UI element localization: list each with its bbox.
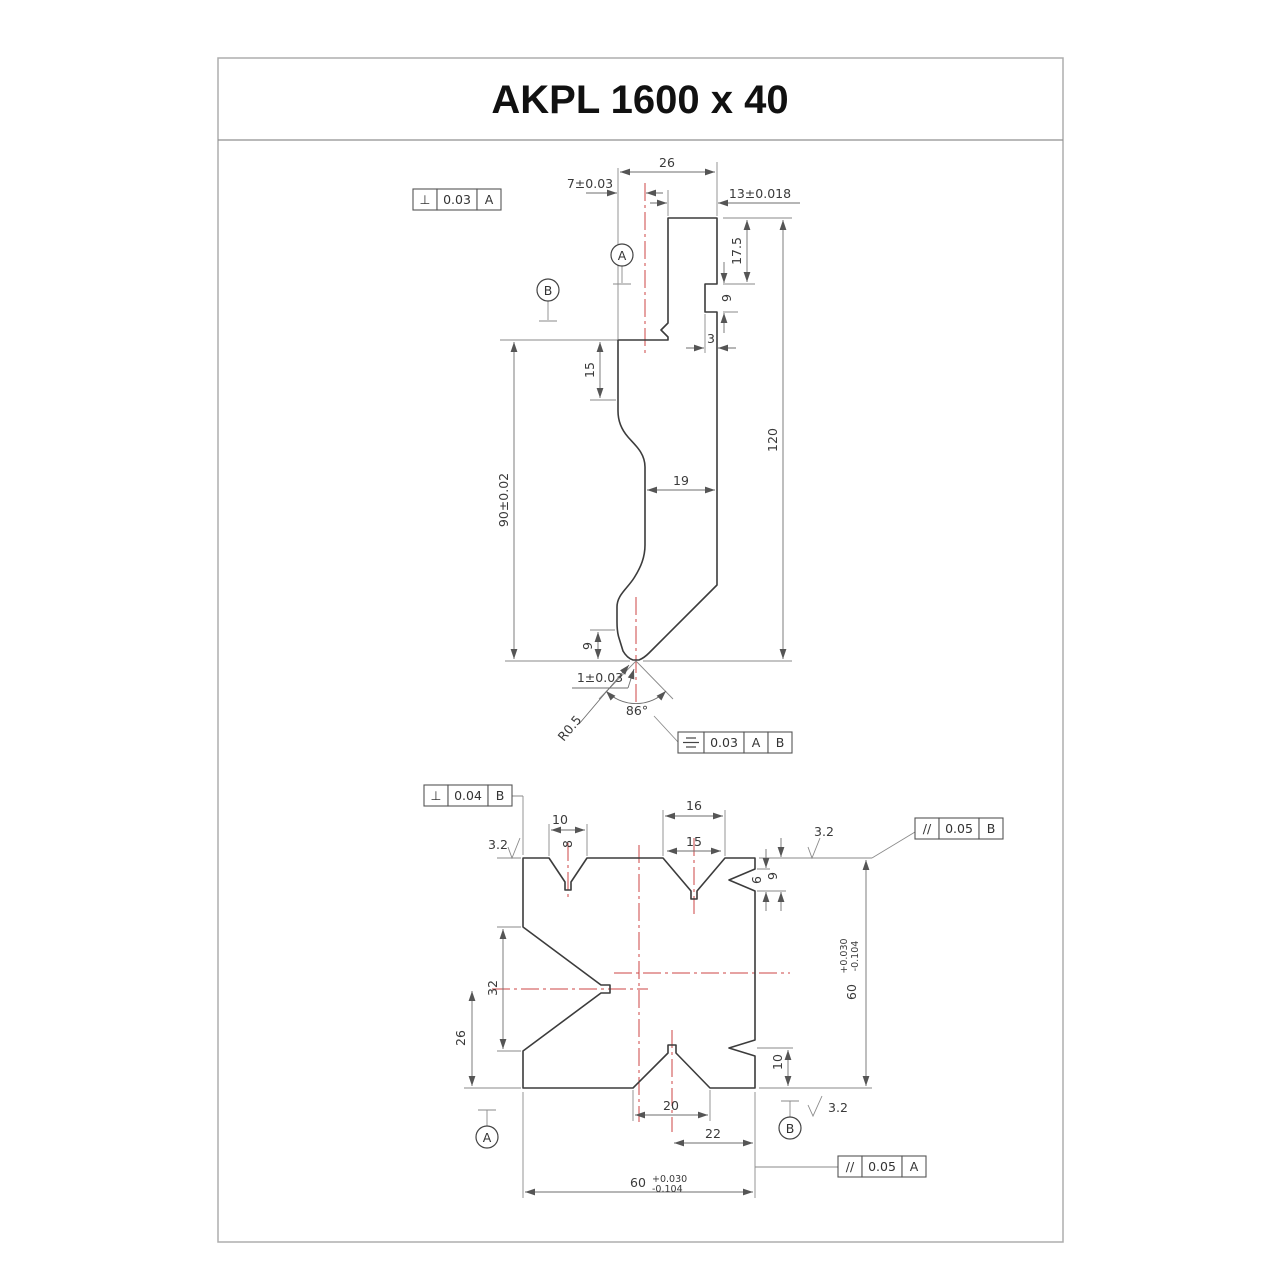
datum-circle (475, 1125, 499, 1149)
dim-3: 3 (707, 331, 715, 346)
punch-fcf-perpendicularity: ⊥ 0.03 A (412, 188, 502, 211)
dim-26: 26 (659, 155, 675, 170)
fcf-datum: B (987, 821, 996, 836)
dimarc-86 (605, 690, 667, 704)
datum-letter: B (786, 1121, 795, 1136)
punch-centerlines (635, 183, 646, 704)
drawing-title: AKPL 1600 x 40 (491, 78, 788, 122)
dim-90: 90±0.02 (496, 473, 511, 527)
dimline-1-leader (627, 668, 635, 689)
roughness-icon (507, 837, 521, 860)
punch-profile (616, 217, 718, 661)
dim-60-width: 60 (630, 1175, 646, 1190)
roughness-icon (807, 1095, 823, 1118)
die-centerlines (492, 838, 790, 1132)
fcf-datum2-cell (767, 731, 793, 754)
dim-22: 22 (705, 1126, 721, 1141)
fcf-datum-cell (978, 817, 1004, 840)
dim-16: 16 (686, 798, 702, 813)
parallelism-icon: // (846, 1159, 855, 1174)
fcf-tolerance: 0.04 (454, 788, 482, 803)
roughness-right-label: 3.2 (814, 824, 834, 839)
punch-datum-a: A (610, 243, 634, 285)
parallelism-icon: // (923, 821, 932, 836)
die-dimension-lines (468, 812, 870, 1196)
dim-8: 8 (560, 840, 575, 848)
fcf-tolerance: 0.05 (945, 821, 973, 836)
dim-15: 15 (582, 362, 597, 378)
datum-letter: A (483, 1130, 492, 1145)
dim-60-width-lower: -0.104 (652, 1184, 683, 1195)
fcf-datum: A (485, 192, 494, 207)
die-datum-a: A (475, 1109, 499, 1149)
fcf-datum: B (496, 788, 505, 803)
die-roughness-marks: 3.2 3.2 3.2 (488, 824, 848, 1118)
fcf-datum: A (910, 1159, 919, 1174)
die-fcf-parallelism-bottom: // 0.05 A (755, 1155, 927, 1178)
die-datum-b: B (778, 1100, 802, 1140)
die-fcf-perpendicularity: ⊥ 0.04 B (423, 784, 513, 807)
fcf-datum-secondary: B (776, 735, 785, 750)
dim-60-height: 60 (844, 984, 859, 1000)
datum-letter: A (618, 248, 627, 263)
roughness-left-label: 3.2 (488, 837, 508, 852)
roughness-bottom-label: 3.2 (828, 1100, 848, 1115)
dim-10: 10 (552, 812, 568, 827)
punch-datum-b: B (536, 278, 560, 322)
dim-15: 15 (686, 834, 702, 849)
die-view: 10 8 16 15 6 9 32 26 20 22 10 60 +0.030 … (423, 784, 1004, 1198)
dim-9-notch: 9 (719, 294, 734, 302)
punch-centerline-path (635, 183, 646, 704)
datum-circle (778, 1116, 802, 1140)
dim-32: 32 (485, 980, 500, 996)
fcf-tolerance: 0.03 (710, 735, 738, 750)
dim-60-height-upper: +0.030 (839, 938, 850, 973)
dim-120: 120 (765, 428, 780, 452)
punch-extension-lines (500, 162, 792, 700)
punch-dimension-lines (510, 168, 800, 725)
die-profile (522, 857, 756, 1089)
dim-7: 7±0.03 (567, 176, 613, 191)
fcf-leader (871, 831, 916, 859)
fcf-datum-primary: A (752, 735, 761, 750)
dim-17-5: 17.5 (729, 237, 744, 265)
dim-60-width-upper: +0.030 (652, 1174, 687, 1185)
perpendicularity-icon: ⊥ (420, 192, 431, 207)
dim-60-height-lower: -0.104 (850, 941, 861, 972)
dim-86deg: 86° (626, 703, 648, 718)
dim-6: 6 (749, 876, 764, 884)
sheet-frame: AKPL 1600 x 40 (217, 57, 1064, 1243)
datum-letter: B (544, 283, 553, 298)
dim-26: 26 (453, 1030, 468, 1046)
dim-20: 20 (663, 1098, 679, 1113)
punch-view: 26 7±0.03 13±0.018 17.5 9 3 15 120 90±0.… (412, 155, 800, 754)
fcf-tolerance: 0.05 (868, 1159, 896, 1174)
fcf-datum-cell (487, 784, 513, 807)
dim-10-slot: 10 (770, 1054, 785, 1070)
dim-r05: R0.5 (555, 712, 585, 744)
datum-circle (536, 278, 560, 302)
fcf-leader (653, 715, 679, 743)
dim-9: 9 (765, 872, 780, 880)
leader-r05 (578, 664, 630, 725)
fcf-datum-cell (901, 1155, 927, 1178)
die-extension-lines (464, 795, 872, 1198)
roughness-icon (807, 837, 821, 860)
die-dimension-labels: 10 8 16 15 6 9 32 26 20 22 10 60 +0.030 … (453, 798, 861, 1195)
die-fcf-parallelism-top: // 0.05 B (871, 817, 1004, 859)
fcf-tolerance: 0.03 (443, 192, 471, 207)
dim-13: 13±0.018 (729, 186, 791, 201)
perpendicularity-icon: ⊥ (431, 788, 442, 803)
dim-1: 1±0.03 (577, 670, 623, 685)
symmetry-icon (683, 737, 699, 748)
fcf-datum-cell (476, 188, 502, 211)
die-centerline-path (492, 838, 790, 1132)
dim-19: 19 (673, 473, 689, 488)
dim-9-tip: 9 (580, 642, 595, 650)
sheet-border (217, 57, 1064, 1243)
punch-fcf-symmetry: 0.03 A B (653, 715, 793, 754)
datum-circle (610, 243, 634, 267)
